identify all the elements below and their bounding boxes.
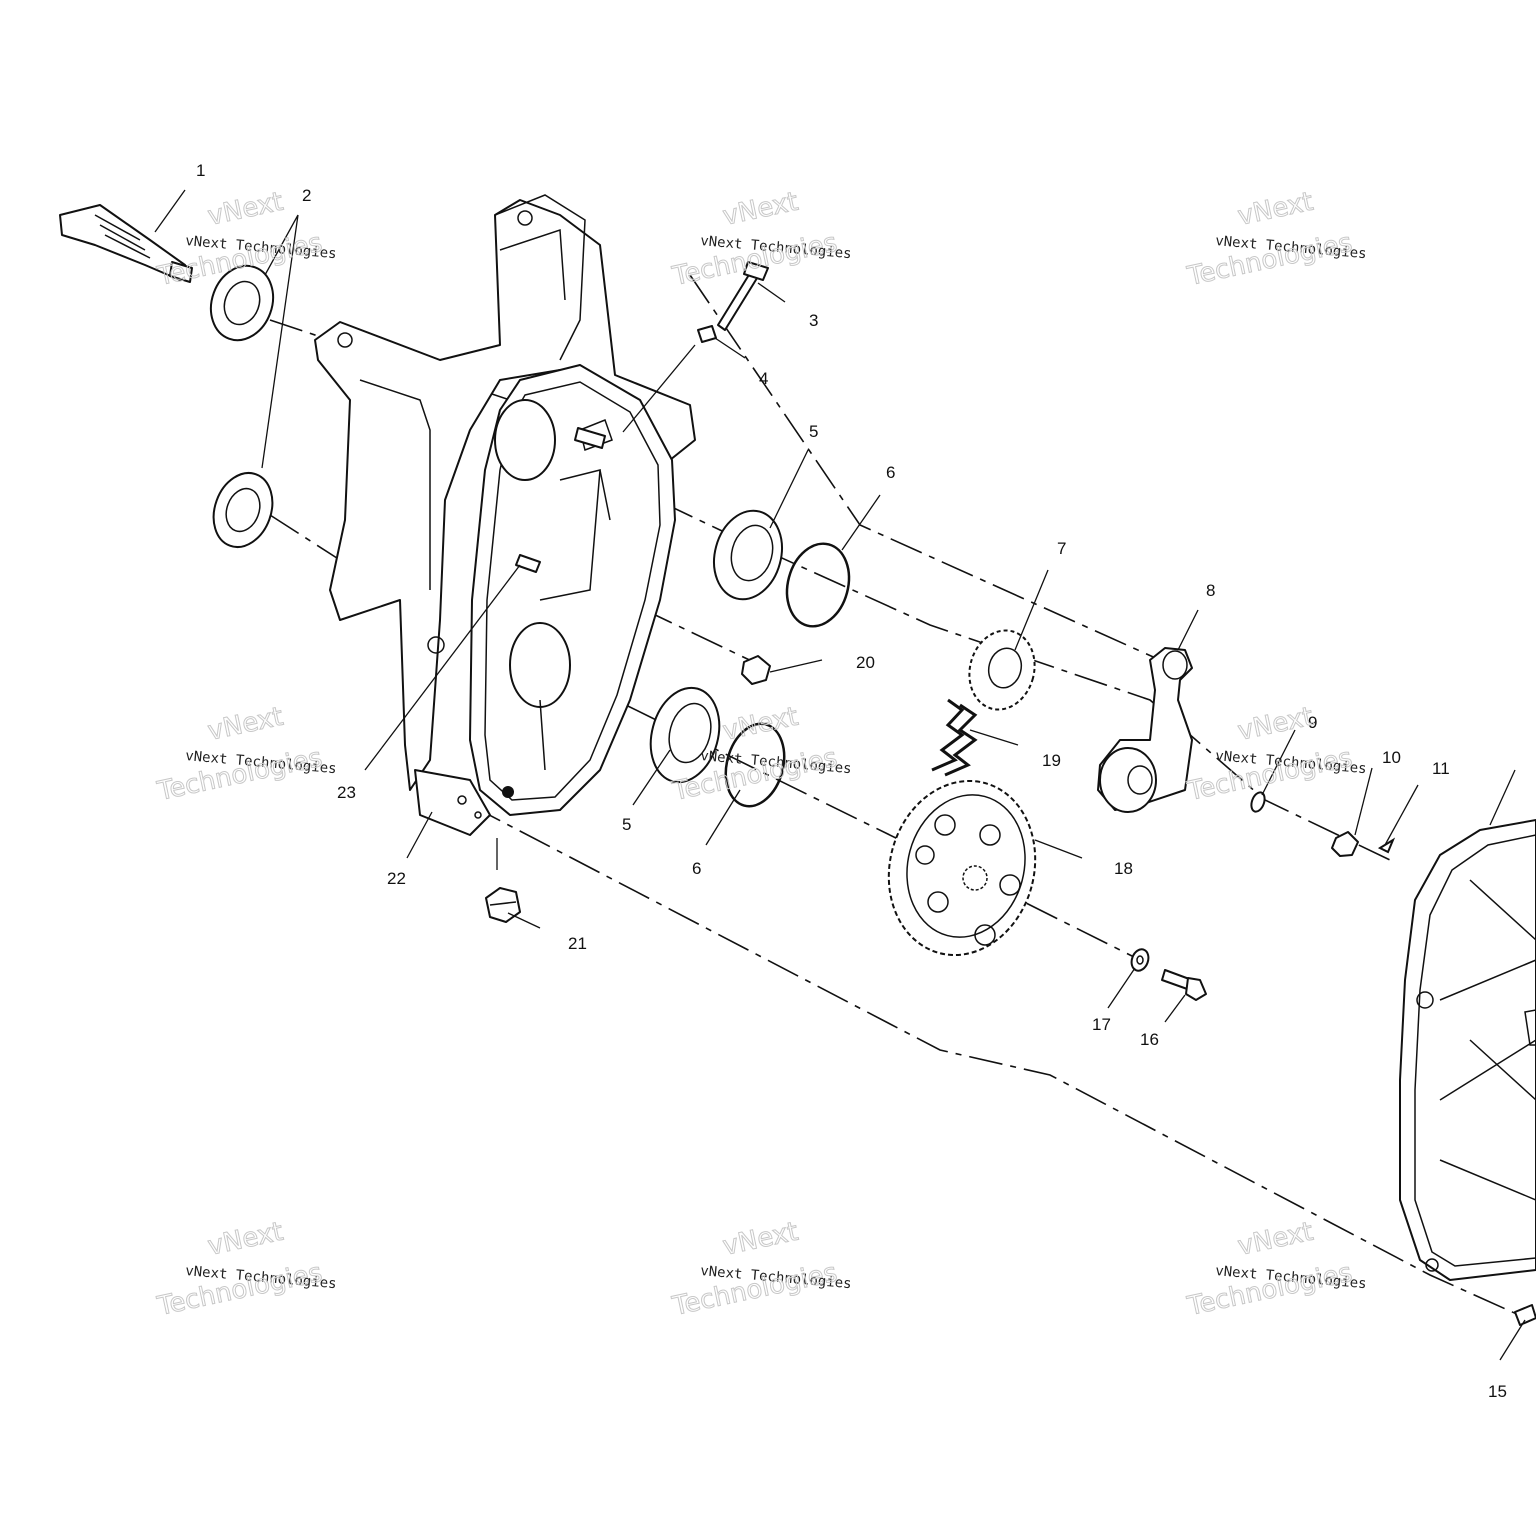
callout-11: 11 bbox=[1432, 759, 1450, 778]
watermark-vnext: vNext bbox=[720, 702, 801, 747]
callout-17: 17 bbox=[1092, 1015, 1111, 1034]
locating-pin bbox=[574, 427, 606, 449]
hex-nut bbox=[1331, 831, 1359, 857]
watermark-4: vNext vNext Technologies Technologies bbox=[154, 701, 337, 807]
watermark-vnext: vNext bbox=[720, 1217, 801, 1262]
callout-23: 23 bbox=[337, 783, 356, 802]
callout-5-lower: 5 bbox=[622, 815, 631, 834]
callout-4: 4 bbox=[759, 369, 768, 388]
chaincase-inner-plate bbox=[469, 364, 676, 816]
flat-washer bbox=[1130, 948, 1150, 972]
snap-ring-lower bbox=[724, 722, 786, 808]
watermark-vnext: vNext bbox=[1235, 1217, 1316, 1262]
bearing-lower bbox=[649, 686, 721, 784]
callout-6-lower: 6 bbox=[692, 859, 701, 878]
watermark-6: vNext vNext Technologies Technologies bbox=[1184, 701, 1367, 807]
watermark-vnext: vNext bbox=[205, 187, 286, 232]
watermark-vnext: vNext bbox=[205, 1217, 286, 1262]
callout-22: 22 bbox=[387, 869, 406, 888]
callout-2: 2 bbox=[302, 186, 311, 205]
cotter-pin bbox=[1377, 837, 1396, 854]
callout-21: 21 bbox=[568, 934, 587, 953]
watermark-vnext: vNext bbox=[1235, 187, 1316, 232]
callout-18: 18 bbox=[1114, 859, 1133, 878]
watermark-9: vNext vNext Technologies Technologies bbox=[1184, 1216, 1367, 1322]
callout-8: 8 bbox=[1206, 581, 1215, 600]
callout-19: 19 bbox=[1042, 751, 1061, 770]
drive-chain bbox=[931, 698, 978, 777]
callout-1: 1 bbox=[196, 161, 205, 180]
adjuster-bolt bbox=[717, 261, 769, 331]
watermark-vnext: vNext bbox=[720, 187, 801, 232]
callout-10: 10 bbox=[1382, 748, 1401, 767]
dowel-pin bbox=[515, 554, 541, 573]
callout-15: 15 bbox=[1488, 1382, 1507, 1401]
watermark-3: vNext vNext Technologies Technologies bbox=[1184, 186, 1367, 292]
callout-16: 16 bbox=[1140, 1030, 1159, 1049]
leader-lines bbox=[154, 189, 1526, 1361]
callout-9: 9 bbox=[1308, 713, 1317, 732]
callout-labels: 1 2 3 4 5 6 7 8 9 10 11 15 16 17 18 19 2… bbox=[196, 161, 1507, 1401]
tensioner-nut bbox=[741, 655, 771, 685]
callout-6-upper: 6 bbox=[886, 463, 895, 482]
bearing-upper bbox=[713, 509, 783, 601]
watermark-8: vNext vNext Technologies Technologies bbox=[669, 1216, 852, 1322]
callout-3: 3 bbox=[809, 311, 818, 330]
seal-lower bbox=[212, 472, 274, 548]
housing-mount-tab bbox=[414, 769, 491, 836]
watermark-7: vNext vNext Technologies Technologies bbox=[154, 1216, 337, 1322]
tensioner-arm bbox=[1097, 647, 1193, 813]
cap-screw bbox=[1161, 969, 1207, 1001]
chaincase-housing bbox=[314, 194, 696, 791]
snap-ring-upper bbox=[785, 542, 851, 628]
jackshaft-part bbox=[59, 204, 193, 283]
drain-plug bbox=[485, 887, 521, 923]
watermark-vnext: vNext bbox=[1235, 702, 1316, 747]
jam-nut bbox=[697, 325, 717, 343]
bottom-sprocket bbox=[887, 779, 1037, 957]
chaincase-cover bbox=[1399, 819, 1536, 1326]
watermark-vnext: vNext bbox=[205, 702, 286, 747]
top-sprocket bbox=[968, 629, 1036, 711]
callout-5-upper: 5 bbox=[809, 422, 818, 441]
seal-upper bbox=[209, 264, 275, 342]
callout-7: 7 bbox=[1057, 539, 1066, 558]
washer bbox=[1250, 791, 1266, 813]
callout-20: 20 bbox=[856, 653, 875, 672]
